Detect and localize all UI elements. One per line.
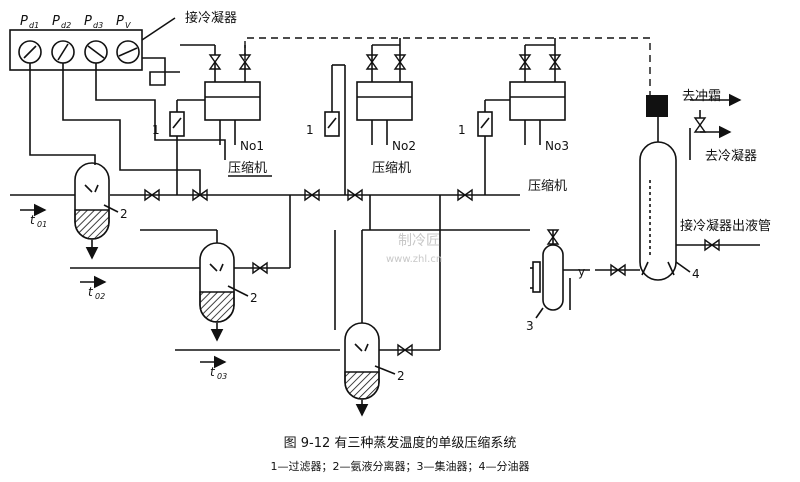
compressor-no3 [509, 38, 566, 145]
condenser-outlet-label: 接冷凝器出液管 [680, 218, 771, 234]
gauge-sub-1: d1 [29, 21, 39, 30]
to-condenser-right-label: 去冷凝器 [705, 148, 757, 164]
gauge-label-3: P [84, 14, 92, 29]
svg-text:1: 1 [458, 123, 466, 137]
svg-text:3: 3 [526, 319, 534, 333]
to-condenser-top-label: 接冷凝器 [185, 10, 237, 26]
separator-3: 2 [334, 195, 530, 417]
temp-label-2: t [88, 285, 94, 299]
temp-label-1: t [30, 213, 36, 227]
svg-text:2: 2 [120, 207, 128, 221]
svg-text:1: 1 [306, 123, 314, 137]
condenser-dashed-line [244, 37, 651, 95]
svg-text:2: 2 [250, 291, 258, 305]
gauge-sub-2: d2 [61, 21, 71, 30]
svg-text:02: 02 [95, 292, 105, 301]
filter-1: 1 [152, 100, 185, 195]
compressor-no3-label: No3 [545, 139, 569, 153]
gauge-label-4: P [116, 14, 124, 29]
svg-text:2: 2 [397, 369, 405, 383]
filter-3: 1 [458, 100, 493, 195]
svg-text:4: 4 [692, 267, 700, 281]
defrost-label: 去冲霜 [682, 89, 721, 104]
compressor-text-1: 压缩机 [228, 160, 267, 176]
gauge-label-2: P [52, 14, 60, 29]
gauge-v [116, 40, 140, 64]
svg-text:01: 01 [37, 220, 47, 229]
gauge-d3 [84, 40, 108, 64]
svg-text:y: y [578, 265, 585, 279]
gauge-sub-3: d3 [93, 21, 103, 30]
separator-1: 2 [74, 162, 128, 260]
figure-legend: 1—过滤器；2—氨液分离器；3—集油器；4—分油器 [270, 460, 530, 473]
compressor-no2-label: No2 [392, 139, 416, 153]
compressor-no2 [356, 38, 413, 145]
svg-text:03: 03 [217, 372, 227, 381]
filter-2: 1 [306, 64, 346, 195]
gauge-d1 [18, 40, 42, 64]
watermark-url: www.zhl.cn [386, 254, 442, 265]
oil-separator: 4 [639, 95, 740, 281]
gauge-d2 [51, 40, 75, 64]
svg-text:1: 1 [152, 123, 160, 137]
gauge-panel: P d1 P d2 P d3 P V [9, 14, 143, 71]
compressor-text-3: 压缩机 [528, 178, 567, 194]
gauge-sub-4: V [125, 21, 131, 30]
oil-collector: 3 y [526, 229, 640, 333]
gauge-lines [29, 17, 226, 195]
gauge-label-1: P [20, 14, 28, 29]
separator-2: 2 [140, 195, 291, 342]
compressor-no1 [180, 44, 261, 145]
watermark-cn: 制冷匠 [398, 233, 440, 249]
figure-caption: 图 9-12 有三种蒸发温度的单级压缩系统 [283, 436, 517, 451]
compressor-text-2: 压缩机 [372, 160, 411, 176]
compressor-no1-label: No1 [240, 139, 264, 153]
temp-label-3: t [210, 365, 216, 379]
